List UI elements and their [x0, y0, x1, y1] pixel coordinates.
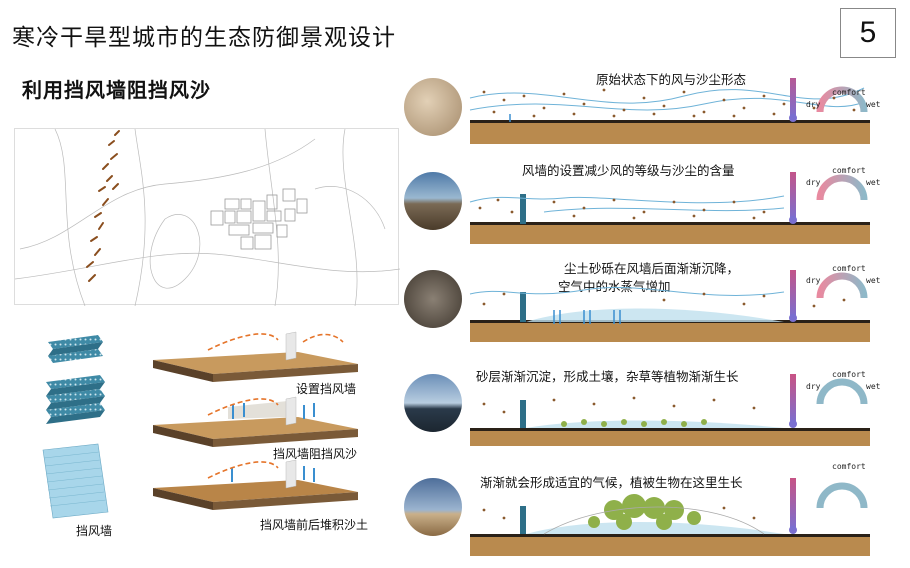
city-map-drawing [14, 128, 401, 307]
gauge-top-label: comfort [832, 370, 866, 379]
gauge-top-label: comfort [832, 264, 866, 273]
gauge-left-label: dry [806, 100, 821, 109]
folded-wall-1 [48, 335, 103, 363]
gauge-right-label: wet [866, 276, 881, 285]
gauge-left-label: dry [806, 276, 821, 285]
stage-scene-1 [469, 78, 870, 144]
gauge-right-label: wet [866, 178, 881, 187]
section-subtitle: 利用挡风墙阻挡风沙 [22, 78, 211, 102]
stage-photo-2 [404, 172, 462, 230]
gauge-left-label: dry [806, 178, 821, 187]
folded-wall-2 [46, 375, 105, 424]
stage-caption-3a: 尘土砂砾在风墙后面渐渐沉降， [564, 261, 740, 276]
stage-photo-5 [404, 478, 462, 536]
stage-row-5: 渐渐就会形成适宜的气候，植被生物在这里生长 comfort [404, 462, 904, 558]
terrain-block-3 [153, 459, 358, 510]
stage-row-1: 原始状态下的风与沙尘形态 comfort dry wet [404, 72, 904, 158]
stage-scene-3 [469, 270, 870, 342]
stage-caption-1: 原始状态下的风与沙尘形态 [596, 72, 747, 87]
step-terrain-2: 挡风墙阻挡风沙 [148, 395, 363, 461]
gauge-right-label: wet [866, 100, 881, 109]
stage-scene-5 [470, 478, 870, 556]
stage-scene-2 [469, 172, 870, 244]
terrain-block-1 [153, 331, 358, 382]
stage-photo-1 [404, 78, 462, 136]
city-map [14, 128, 401, 307]
wind-wall-illustration: 挡风墙 [38, 332, 113, 542]
gauge-left-label: dry [806, 382, 821, 391]
stage-photo-3 [404, 270, 462, 328]
terrain-block-2 [153, 396, 358, 447]
stage-caption-4: 砂层渐渐沉淀，形成土壤，杂草等植物渐渐生长 [476, 369, 739, 384]
page-number: 5 [840, 8, 896, 58]
step-label-2: 挡风墙阻挡风沙 [273, 447, 358, 461]
wind-wall-panels [42, 335, 109, 519]
stage-caption-5: 渐渐就会形成适宜的气候，植被生物在这里生长 [480, 475, 743, 490]
gauge-top-label: comfort [832, 88, 866, 97]
stage-caption-3b: 空气中的水蒸气增加 [558, 279, 671, 294]
step-terrain-1: 设置挡风墙 [148, 330, 363, 396]
gauge-top-label: comfort [832, 166, 866, 175]
stage-row-4: 砂层渐渐沉淀，形成土壤，杂草等植物渐渐生长 comfort dry wet [404, 369, 904, 454]
stage-photo-4 [404, 374, 462, 432]
wind-wall-label: 挡风墙 [76, 524, 113, 538]
stage-row-3: 尘土砂砾在风墙后面渐渐沉降， 空气中的水蒸气增加 comfort dry wet [404, 261, 904, 350]
flat-wall [42, 443, 109, 519]
stage-row-2: 风墙的设置减少风的等级与沙尘的含量 comfort dry wet [404, 163, 904, 252]
step-terrain-3: 挡风墙前后堆积沙土 [148, 458, 368, 538]
step-label-3: 挡风墙前后堆积沙土 [260, 518, 369, 532]
gauge-right-label: wet [866, 382, 881, 391]
stage-caption-2: 风墙的设置减少风的等级与沙尘的含量 [522, 163, 735, 178]
stage-scene-4 [470, 374, 870, 446]
page-title: 寒冷干旱型城市的生态防御景观设计 [12, 25, 396, 51]
gauge-top-label: comfort [832, 462, 866, 471]
step-label-1: 设置挡风墙 [296, 382, 357, 396]
